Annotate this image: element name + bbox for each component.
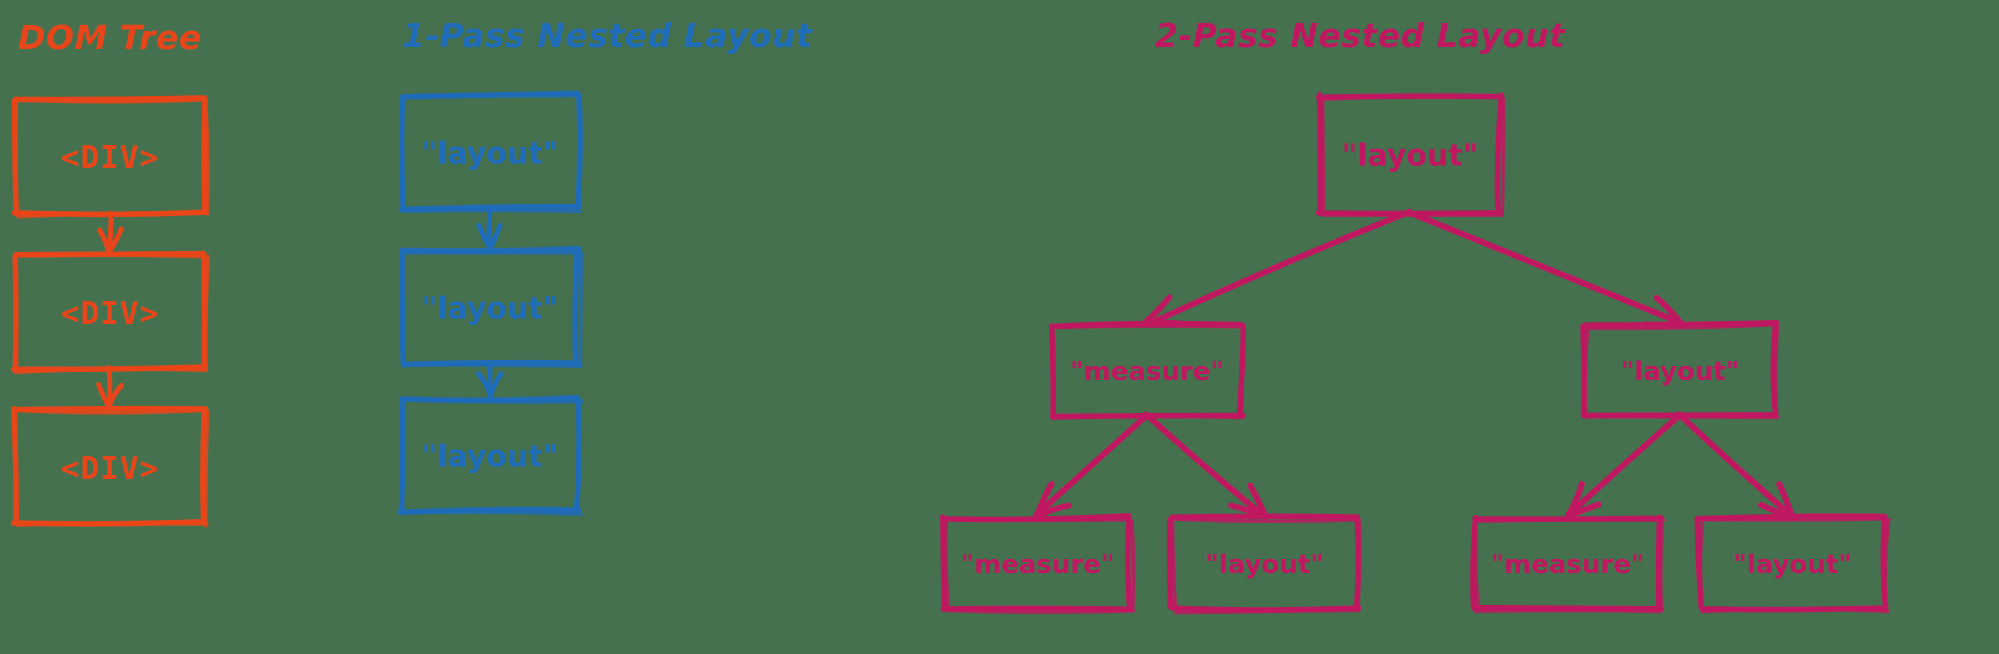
- box-dom-node-3: [10, 405, 209, 527]
- edge-twopass-l2-right-to-twopass-l3-4-shaft: [1676, 411, 1797, 521]
- box-twopass-l2-left-stroke2: [1050, 324, 1246, 421]
- section-title-dom-tree: DOM Tree: [18, 18, 202, 57]
- section-title-two-pass-nested-layout: 2-Pass Nested Layout: [1155, 16, 1566, 55]
- box-twopass-l2-right-stroke2: [1583, 323, 1780, 420]
- box-twopass-root-stroke2: [1320, 94, 1506, 217]
- edge-twopass-l2-right-to-twopass-l3-3-head2: [1565, 501, 1602, 520]
- box-dom-node-3-stroke2: [12, 408, 210, 528]
- box-dom-node-2-stroke2: [13, 253, 211, 375]
- edge-dom-node-2-to-dom-node-3-head2: [106, 382, 125, 410]
- box-label-twopass-l2-right: "layout": [1620, 357, 1740, 387]
- box-twopass-l3-1-stroke2: [944, 517, 1136, 614]
- box-twopass-l3-4-stroke2: [1698, 517, 1891, 614]
- box-onepass-node-3-stroke2: [400, 397, 584, 517]
- box-label-twopass-l3-3: "measure": [1490, 550, 1645, 580]
- box-dom-node-1: [11, 95, 208, 218]
- edge-twopass-root-to-twopass-l2-left-head1: [1143, 294, 1173, 325]
- edge-twopass-root-to-twopass-l2-left-shaft: [1145, 208, 1413, 328]
- box-label-dom-node-2: <DIV>: [60, 295, 160, 332]
- edge-twopass-l2-left-to-twopass-l3-1-shaft: [1033, 413, 1149, 519]
- box-onepass-node-2: [399, 245, 582, 368]
- edge-dom-node-1-to-dom-node-2-head2: [106, 226, 124, 255]
- box-twopass-l2-right: [1580, 320, 1780, 419]
- box-onepass-node-2-stroke2: [400, 250, 584, 369]
- box-label-twopass-l2-left: "measure": [1070, 357, 1224, 387]
- edge-onepass-node-2-to-onepass-node-3-head2: [487, 371, 504, 399]
- edge-twopass-l2-left-to-twopass-l3-2-shaft: [1143, 411, 1267, 520]
- box-label-twopass-root: "layout": [1341, 138, 1479, 174]
- box-twopass-l3-4: [1694, 513, 1889, 613]
- box-label-twopass-l3-2: "layout": [1205, 550, 1324, 580]
- box-label-dom-node-3: <DIV>: [60, 450, 160, 487]
- edge-twopass-l2-left-to-twopass-l3-1-head2: [1035, 502, 1072, 519]
- box-label-twopass-l3-4: "layout": [1733, 550, 1852, 580]
- box-label-dom-node-1: <DIV>: [60, 139, 160, 176]
- edge-twopass-l2-right-to-twopass-l3-3-shaft: [1564, 412, 1683, 519]
- box-twopass-l3-2-stroke2: [1170, 517, 1362, 615]
- box-twopass-l3-3-stroke2: [1473, 518, 1666, 614]
- box-label-twopass-l3-1: "measure": [960, 550, 1115, 580]
- box-label-onepass-node-3: "layout": [421, 439, 559, 475]
- edge-onepass-node-1-to-onepass-node-2-head2: [487, 222, 503, 252]
- box-label-onepass-node-2: "layout": [421, 291, 559, 327]
- box-dom-node-1-stroke2: [14, 98, 210, 219]
- edge-twopass-root-to-twopass-l2-right-shaft: [1408, 210, 1683, 326]
- box-onepass-node-1-stroke2: [399, 93, 583, 214]
- edge-twopass-root-to-twopass-l2-right-head2: [1653, 294, 1684, 326]
- box-label-onepass-node-1: "layout": [421, 136, 559, 172]
- section-title-one-pass-nested-layout: 1-Pass Nested Layout: [402, 16, 813, 55]
